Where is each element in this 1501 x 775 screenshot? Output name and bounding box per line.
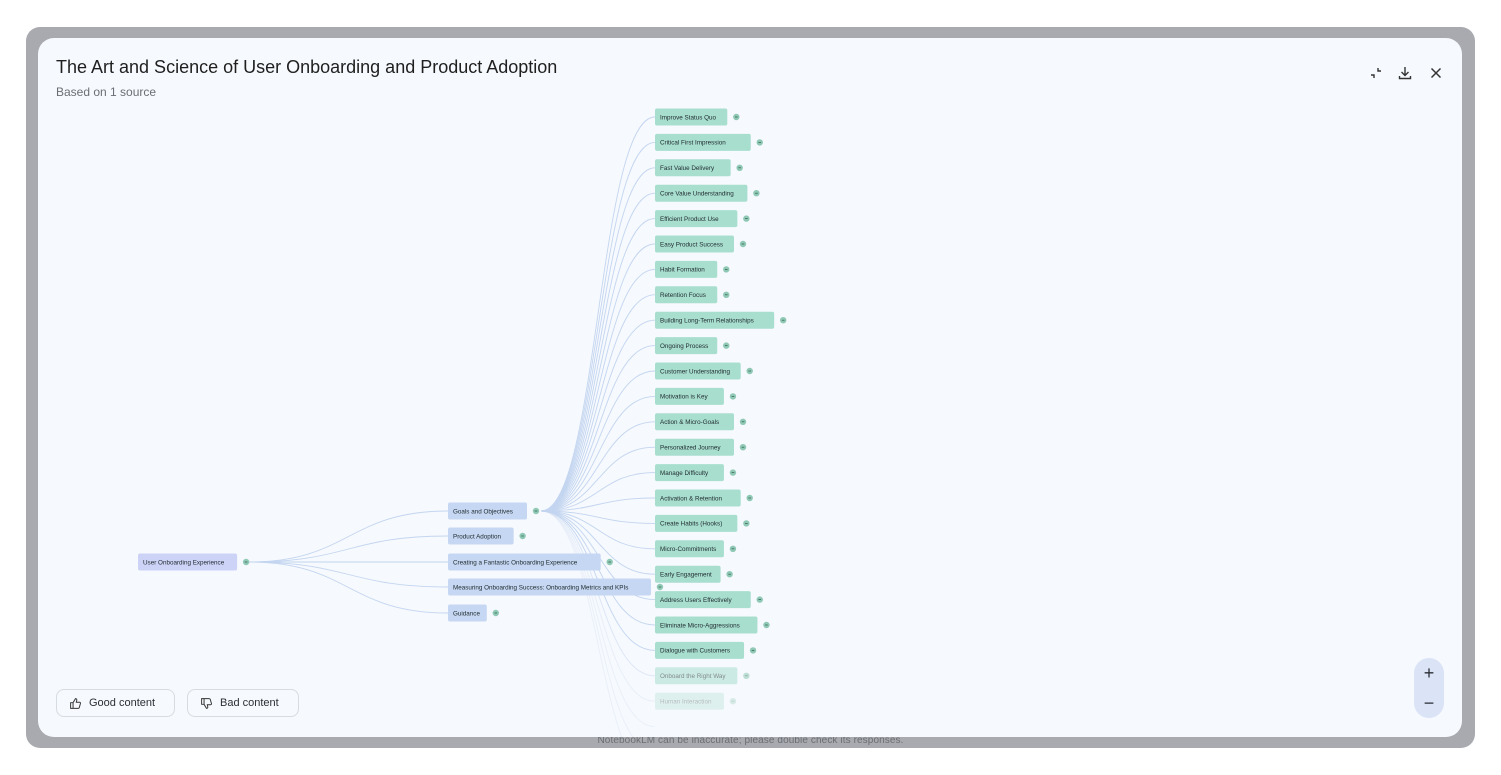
leaf-node-label: Retention Focus [660,292,706,299]
bad-content-button[interactable]: Bad content [187,689,299,717]
good-content-button[interactable]: Good content [56,689,175,717]
collapse-icon [1371,68,1381,78]
branch-node-label: Goals and Objectives [453,508,513,515]
leaf-node-label: Address Users Effectively [660,597,732,604]
leaf-node-label: Habit Formation [660,267,705,274]
download-button[interactable] [1394,62,1416,84]
leaf-node-label: Dialogue with Customers [660,648,730,655]
leaf-node[interactable]: Create Habits (Hooks) [655,514,750,532]
collapse-button[interactable] [1365,62,1387,84]
leaf-node[interactable]: Activation & Retention [655,489,753,507]
leaf-node[interactable]: Customer Understanding [655,362,753,380]
leaf-node[interactable]: Improve Status Quo [655,108,740,126]
leaf-node[interactable]: Critical First Impression [655,133,763,151]
leaf-node[interactable]: Eliminate Micro-Aggressions [655,616,770,634]
leaf-node-label: Personalized Journey [660,445,721,452]
leaf-node-label: Critical First Impression [660,140,726,147]
dialog-title: The Art and Science of User Onboarding a… [56,57,558,77]
leaf-node[interactable]: Easy Product Success [655,235,747,253]
leaf-node[interactable]: Core Value Understanding [655,184,760,202]
branch-node[interactable]: Guidance [448,604,499,622]
root-node[interactable]: User Onboarding Experience [138,553,250,571]
thumbs-down-icon [201,697,212,709]
expand-icon[interactable] [729,698,737,705]
source-count: Based on 1 source [56,85,157,99]
leaf-node[interactable]: Building Long-Term Relationships [655,311,787,329]
leaf-node-label: Core Value Understanding [660,191,734,198]
branch-node[interactable]: Measuring Onboarding Success: Onboarding… [448,578,664,596]
branch-node[interactable]: Product Adoption [448,527,526,545]
leaf-node-label: Human Interaction [660,699,712,706]
leaf-node[interactable]: Motivation is Key [655,387,737,405]
leaf-node-label: Micro-Commitments [660,546,716,553]
leaf-node-label: Customer Understanding [660,368,730,375]
zoom-in-button[interactable]: + [1423,662,1435,683]
leaf-node[interactable]: Early Engagement [655,565,733,583]
leaf-node[interactable]: Habit Formation [655,260,730,278]
leaf-node-label: Fast Value Delivery [660,165,715,172]
leaf-node[interactable]: Micro-Commitments [655,540,737,558]
zoom-out-button[interactable]: − [1423,692,1435,713]
bad-content-label: Bad content [220,697,279,709]
branch-node-label: Product Adoption [453,533,501,540]
branch-node-label: Guidance [453,610,480,617]
leaf-node-label: Building Long-Term Relationships [660,318,754,325]
leaf-node[interactable]: Onboard the Right Way [655,667,750,685]
leaf-node[interactable]: Retention Focus [655,286,730,304]
leaf-node-label: Easy Product Success [660,241,723,248]
branch-node-label: Measuring Onboarding Success: Onboarding… [453,584,628,591]
leaf-node[interactable]: Address Users Effectively [655,591,763,609]
leaf-node[interactable]: Ongoing Process [655,337,730,355]
leaf-node-label: Improve Status Quo [660,114,716,121]
leaf-node-label: Action & Micro-Goals [660,419,719,426]
mindmap-canvas[interactable]: User Onboarding Experience Goals and Obje… [38,38,1462,737]
download-icon [1398,67,1412,80]
leaf-node-label: Efficient Product Use [660,216,719,223]
leaf-node-label: Activation & Retention [660,495,722,502]
leaf-node[interactable]: Fast Value Delivery [655,159,743,177]
branch-node[interactable]: Creating a Fantastic Onboarding Experien… [448,553,613,571]
leaf-node-label: Motivation is Key [660,394,708,401]
leaf-node[interactable]: Action & Micro-Goals [655,413,747,431]
good-content-label: Good content [89,697,156,709]
leaf-node[interactable]: Human Interaction [655,692,737,710]
close-icon [1430,67,1442,79]
leaf-node-label: Onboard the Right Way [660,673,726,680]
leaf-node-label: Early Engagement [660,572,712,579]
leaf-node-label: Manage Difficulty [660,470,709,477]
leaf-node-label: Create Habits (Hooks) [660,521,722,528]
mindmap-dialog: The Art and Science of User Onboarding a… [38,38,1462,737]
disclaimer-text: NotebookLM can be inaccurate; please dou… [597,735,904,746]
thumbs-up-icon [70,697,81,709]
leaf-node-label: Ongoing Process [660,343,708,350]
leaf-node[interactable]: Manage Difficulty [655,464,737,482]
branch-node-label: Creating a Fantastic Onboarding Experien… [453,559,578,566]
leaf-node[interactable]: Dialogue with Customers [655,641,757,659]
close-button[interactable] [1425,62,1447,84]
zoom-control: + − [1414,658,1444,718]
leaf-node[interactable]: Personalized Journey [655,438,747,456]
leaf-node-label: Eliminate Micro-Aggressions [660,622,740,629]
root-node-label: User Onboarding Experience [143,559,225,566]
leaf-node[interactable]: Efficient Product Use [655,210,750,228]
branch-node[interactable]: Goals and Objectives [448,502,540,520]
